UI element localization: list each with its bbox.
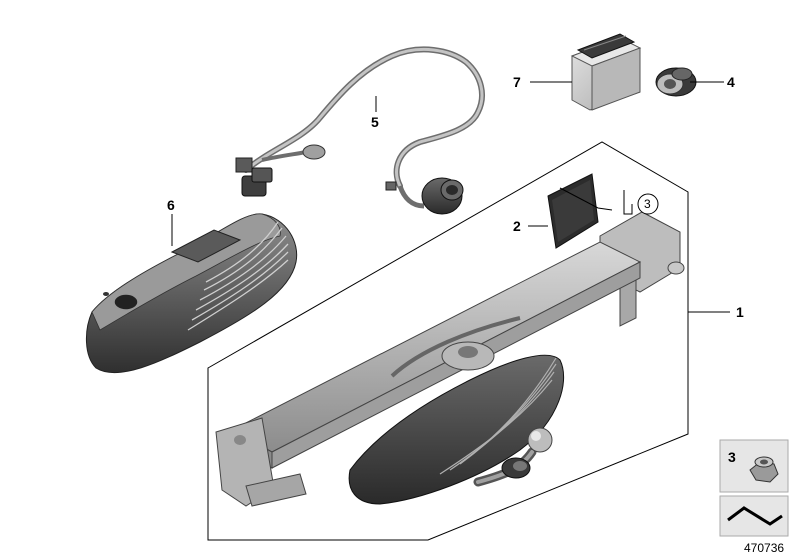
nut-icon [749, 456, 779, 483]
control-module[interactable] [570, 33, 642, 111]
side-cover[interactable] [86, 213, 298, 374]
callout-2: 2 [513, 218, 521, 234]
trailer-socket[interactable] [655, 67, 697, 97]
callout-3-circle: 3 [637, 193, 659, 215]
legend-nut-number: 3 [728, 449, 736, 465]
image-number: 470736 [744, 541, 784, 555]
tow-hitch-assembly[interactable] [215, 211, 685, 507]
svg-text:3: 3 [644, 197, 651, 211]
callout-5: 5 [371, 114, 379, 130]
housing-ribs [439, 357, 557, 475]
assembly-frame [207, 141, 689, 541]
wiring-harness[interactable] [235, 46, 485, 215]
legend-nut-box[interactable]: 3 [719, 439, 789, 493]
callout-7: 7 [513, 74, 521, 90]
callout-4: 4 [727, 74, 735, 90]
chevron-icon [727, 506, 783, 526]
callout-6: 6 [167, 197, 175, 213]
cover-ribs [187, 221, 289, 331]
foam-pad[interactable] [547, 173, 599, 249]
legend-chevron-box[interactable] [719, 495, 789, 537]
callout-1: 1 [736, 304, 744, 320]
leader-lines [171, 81, 730, 313]
